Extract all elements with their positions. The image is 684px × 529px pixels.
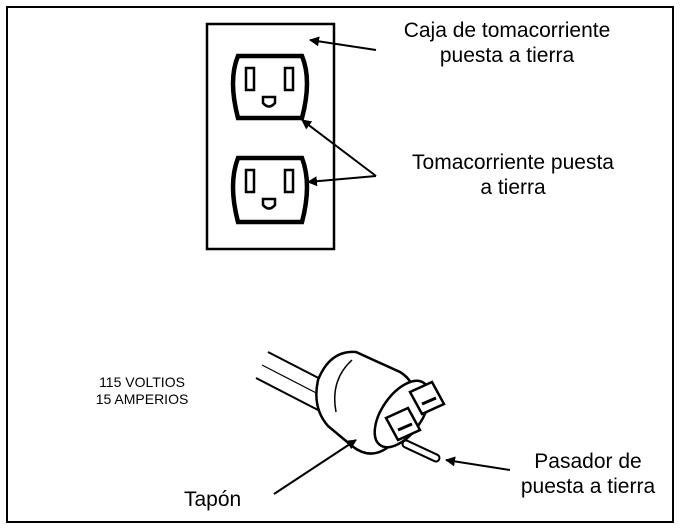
outlet-box-label-line1: Caja de tomacorriente [403, 19, 611, 42]
diagram-frame [6, 6, 674, 523]
plug-prongs [384, 380, 446, 463]
bottom-receptacle [230, 155, 310, 225]
leader-arrows [273, 36, 511, 495]
top-receptacle [230, 53, 310, 121]
outlet-box-label-line2: puesta a tierra [439, 44, 575, 68]
rating-amperage: 15 AMPERIOS [95, 390, 189, 407]
ground-pin-label: Pasador de puesta a tierra [498, 449, 678, 499]
grounded-outlet-label-line1: Tomacorriente puesta [412, 151, 614, 174]
rating-label: 115 VOLTIOS 15 AMPERIOS [62, 374, 222, 408]
plug-label: Tapón [184, 488, 242, 511]
grounded-outlet-label-line2: a tierra [480, 176, 546, 200]
grounded-outlet-label: Tomacorriente puesta a tierra [378, 150, 648, 200]
ground-pin-label-line2: puesta a tierra [520, 475, 656, 499]
ground-pin-label-line1: Pasador de [534, 450, 642, 473]
rating-voltage: 115 VOLTIOS [99, 374, 185, 390]
outlet-box-label: Caja de tomacorriente puesta a tierra [372, 18, 642, 68]
